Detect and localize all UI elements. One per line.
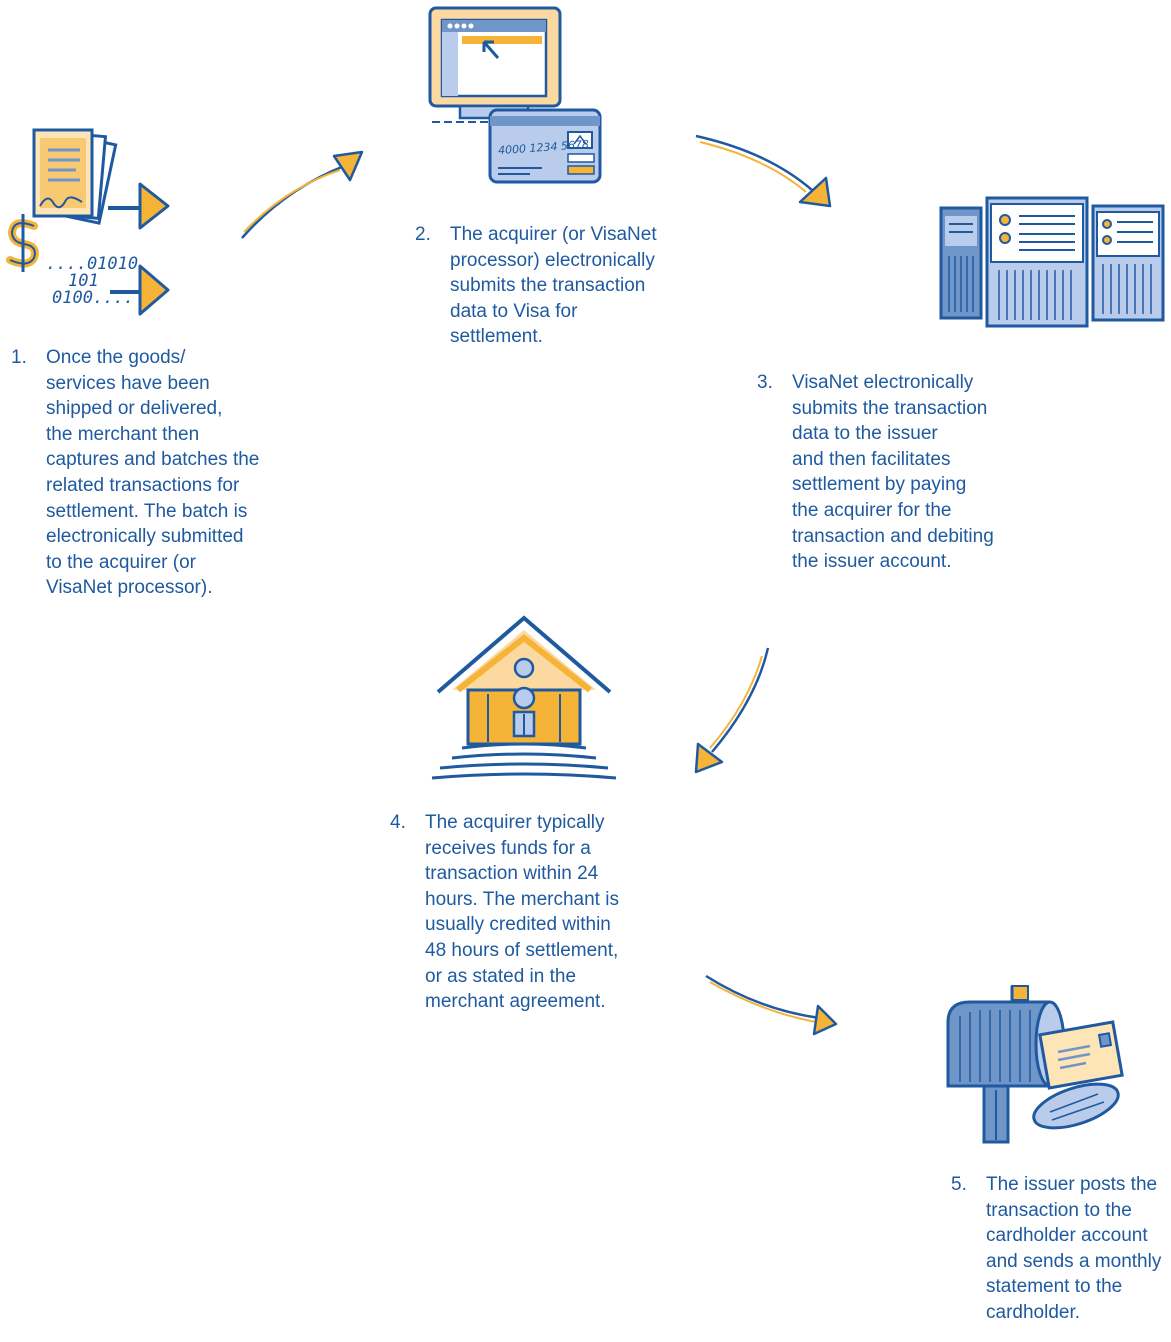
arrow-2-to-3 — [695, 134, 832, 208]
binary-line: 0100.... — [52, 288, 134, 308]
binary-line: 101 — [68, 271, 99, 291]
documents-icon — [32, 128, 170, 316]
arrow-4-to-5 — [705, 974, 838, 1036]
dollar-icon — [6, 214, 39, 272]
step-number: 2. — [415, 224, 431, 245]
computer-icon — [428, 6, 562, 123]
step-text: The acquirer (or VisaNet processor) elec… — [450, 224, 657, 348]
arrow-3-to-4 — [694, 647, 770, 774]
step-number: 5. — [951, 1174, 967, 1195]
step-number: 1. — [11, 347, 27, 368]
credit-card-icon — [488, 108, 602, 184]
mailbox-icon — [946, 985, 1124, 1144]
step-text: Once the goods/ services have been shipp… — [46, 347, 260, 599]
binary-line: ....01010 — [46, 254, 139, 274]
step-text: The acquirer typically receives funds fo… — [425, 812, 619, 1013]
step-number: 4. — [390, 812, 406, 833]
arrow-1-to-2 — [241, 150, 364, 239]
server-icon — [939, 196, 1165, 328]
step-number: 3. — [757, 372, 773, 393]
binary-data: ....01010 101 0100.... — [46, 256, 138, 307]
bank-icon — [431, 615, 617, 780]
step-text: The issuer posts the transaction to the … — [986, 1174, 1162, 1323]
step-text: VisaNet electronically submits the trans… — [792, 372, 994, 573]
